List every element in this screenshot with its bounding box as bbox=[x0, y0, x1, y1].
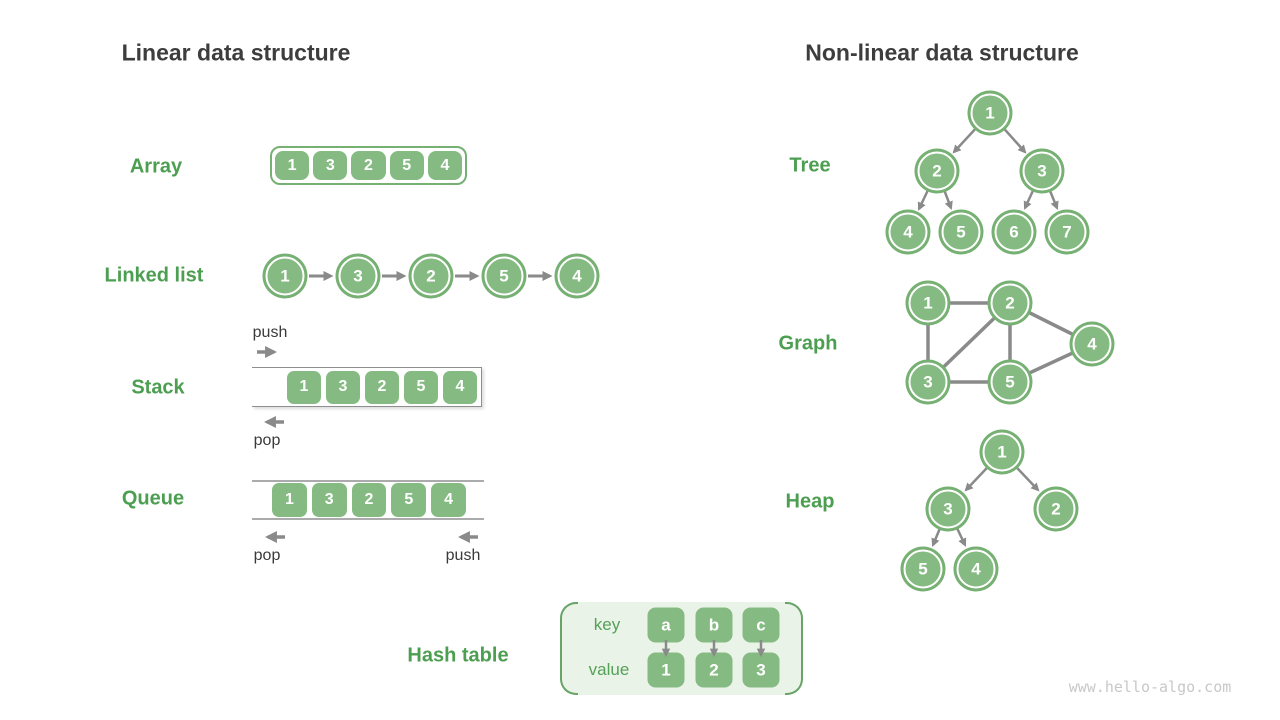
queue-pop-label: pop bbox=[253, 547, 281, 564]
heap-node: 3 bbox=[928, 489, 968, 529]
heap-node: 5 bbox=[903, 549, 943, 589]
stack-push-label: push bbox=[252, 324, 288, 341]
hash-value-label: value bbox=[588, 660, 630, 679]
hash-value-cell: 3 bbox=[742, 652, 780, 688]
hash-table-label: Hash table bbox=[407, 644, 509, 667]
graph-node: 5 bbox=[990, 362, 1030, 402]
hash-left-bracket bbox=[560, 602, 578, 695]
array-cell: 1 bbox=[275, 151, 310, 180]
array-cell: 4 bbox=[427, 151, 463, 180]
queue-cell: 5 bbox=[391, 483, 427, 517]
nonlinear-title: Non-linear data structure bbox=[805, 39, 1079, 66]
queue-push-label: push bbox=[445, 547, 481, 564]
array-cell: 2 bbox=[351, 151, 386, 180]
hash-key-label: key bbox=[593, 615, 621, 634]
tree-label: Tree bbox=[789, 154, 831, 177]
graph-node: 2 bbox=[990, 283, 1030, 323]
graph-label: Graph bbox=[778, 332, 838, 355]
hash-key-cell: a bbox=[647, 607, 685, 643]
watermark: www.hello-algo.com bbox=[1068, 678, 1232, 696]
heap-node: 1 bbox=[982, 432, 1022, 472]
hash-value-cell: 1 bbox=[647, 652, 685, 688]
queue-cell: 2 bbox=[351, 483, 387, 517]
linear-title: Linear data structure bbox=[121, 39, 351, 66]
graph-node: 1 bbox=[908, 283, 948, 323]
array-cell: 5 bbox=[389, 151, 424, 180]
queue-container: 1 3 2 5 4 bbox=[272, 483, 466, 517]
stack-container: 1 3 2 5 4 bbox=[252, 367, 482, 407]
queue-cell: 3 bbox=[311, 483, 347, 517]
array-cell: 3 bbox=[313, 151, 348, 180]
hash-key-cell: c bbox=[742, 607, 780, 643]
queue-label: Queue bbox=[121, 487, 185, 510]
array-container: 1 3 2 5 4 bbox=[270, 146, 467, 185]
tree-node: 4 bbox=[888, 212, 928, 252]
stack-cell: 2 bbox=[365, 370, 399, 404]
heap-node: 4 bbox=[956, 549, 996, 589]
heap-node: 2 bbox=[1036, 489, 1076, 529]
tree-node: 6 bbox=[994, 212, 1034, 252]
hash-value-cell: 2 bbox=[695, 652, 733, 688]
linked-list-node: 4 bbox=[557, 256, 597, 296]
linked-list-node: 5 bbox=[484, 256, 524, 296]
hash-right-bracket bbox=[785, 602, 803, 695]
linked-list-label: Linked list bbox=[104, 264, 204, 287]
stack-cell: 1 bbox=[287, 370, 321, 404]
tree-node: 3 bbox=[1022, 151, 1062, 191]
tree-node: 1 bbox=[970, 93, 1010, 133]
graph-node: 4 bbox=[1072, 324, 1112, 364]
linked-list-node: 2 bbox=[411, 256, 451, 296]
hash-key-cell: b bbox=[695, 607, 733, 643]
linked-list-node: 3 bbox=[338, 256, 378, 296]
tree-node: 2 bbox=[917, 151, 957, 191]
queue-cell: 1 bbox=[272, 483, 307, 517]
graph-node: 3 bbox=[908, 362, 948, 402]
stack-label: Stack bbox=[131, 376, 185, 399]
tree-node: 7 bbox=[1047, 212, 1087, 252]
linked-list-node: 1 bbox=[265, 256, 305, 296]
array-label: Array bbox=[129, 155, 183, 178]
stack-pop-label: pop bbox=[253, 432, 281, 449]
stack-cell: 3 bbox=[326, 370, 360, 404]
stack-cell: 5 bbox=[404, 370, 438, 404]
heap-label: Heap bbox=[785, 490, 835, 513]
queue-cell: 4 bbox=[431, 483, 466, 517]
tree-node: 5 bbox=[941, 212, 981, 252]
stack-cell: 4 bbox=[443, 370, 477, 404]
